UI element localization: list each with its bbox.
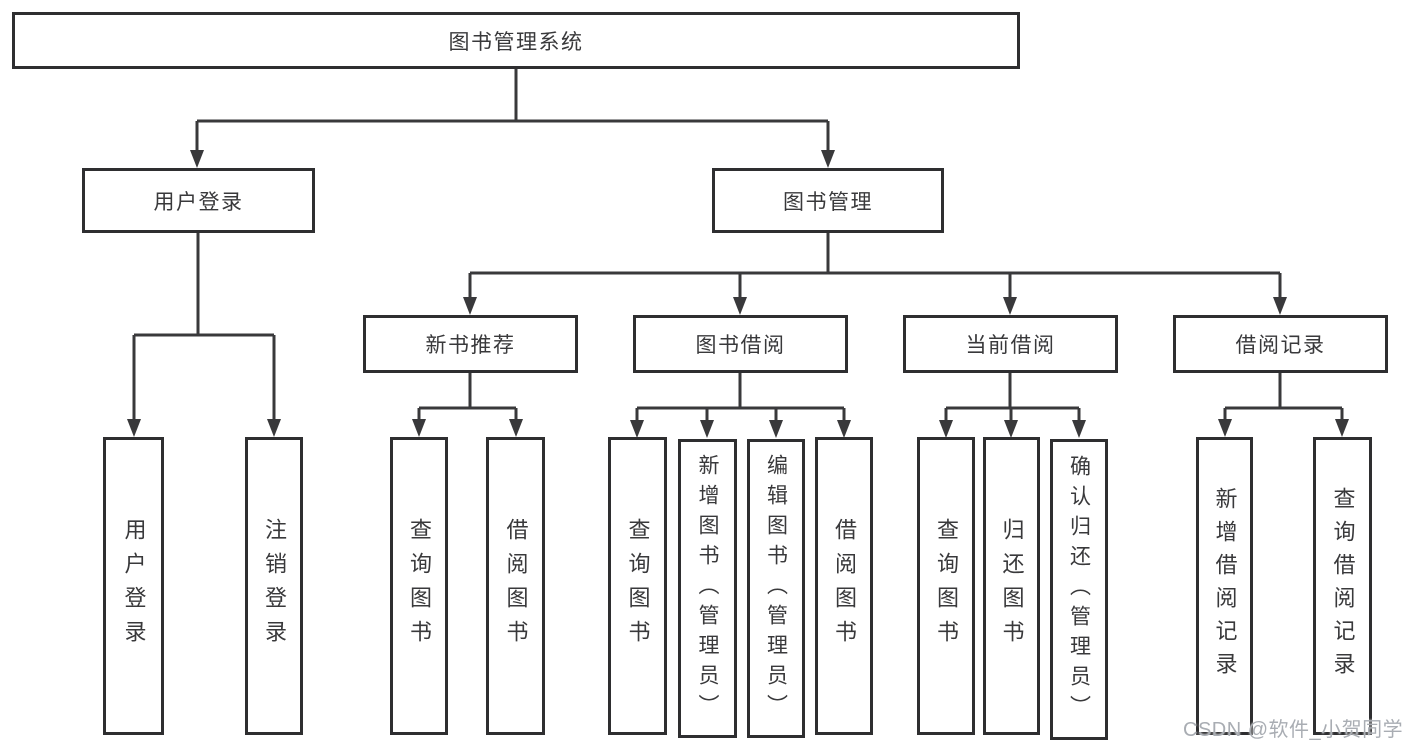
- csdn-watermark: CSDN @软件_小贺同学: [1183, 719, 1404, 741]
- node-label: 图书管理: [783, 190, 873, 214]
- leaf-return-books: 归还图书: [983, 437, 1040, 735]
- node-borrowing-records: 借阅记录: [1173, 315, 1388, 373]
- node-label: 编辑图书（管理员）: [764, 453, 788, 724]
- node-new-book-recommendation: 新书推荐: [363, 315, 578, 373]
- node-library-management-system: 图书管理系统: [12, 12, 1020, 69]
- leaf-user-login: 用户登录: [103, 437, 164, 735]
- node-current-borrowing: 当前借阅: [903, 315, 1118, 373]
- leaf-query-books-1: 查询图书: [390, 437, 448, 735]
- node-label: 新增图书（管理员）: [696, 453, 719, 724]
- node-label: 查询借阅记录: [1330, 487, 1356, 685]
- leaf-logout: 注销登录: [245, 437, 303, 735]
- leaf-query-books-3: 查询图书: [917, 437, 975, 735]
- node-label: 借阅图书: [832, 518, 857, 654]
- node-label: 确认归还（管理员）: [1067, 454, 1091, 725]
- leaf-query-borrow-record: 查询借阅记录: [1313, 437, 1372, 735]
- node-label: 新增借阅记录: [1212, 487, 1238, 685]
- node-label: 查询图书: [625, 518, 651, 654]
- node-book-management: 图书管理: [712, 168, 944, 233]
- node-label: 注销登录: [262, 518, 287, 654]
- node-label: 用户登录: [153, 190, 244, 214]
- node-label: 当前借阅: [965, 334, 1056, 357]
- node-label: 查询图书: [407, 518, 432, 654]
- leaf-borrow-books-1: 借阅图书: [486, 437, 545, 735]
- leaf-add-books-admin: 新增图书（管理员）: [678, 439, 737, 738]
- leaf-add-borrow-record: 新增借阅记录: [1196, 437, 1253, 735]
- leaf-borrow-books-2: 借阅图书: [815, 437, 873, 735]
- node-book-borrowing: 图书借阅: [633, 315, 848, 373]
- node-user-login: 用户登录: [82, 168, 315, 233]
- node-label: 归还图书: [999, 518, 1025, 654]
- node-label: 查询图书: [934, 518, 959, 654]
- node-label: 图书管理系统: [448, 30, 584, 54]
- leaf-confirm-return-admin: 确认归还（管理员）: [1050, 439, 1108, 740]
- node-label: 图书借阅: [695, 334, 786, 357]
- node-label: 借阅图书: [503, 518, 529, 654]
- node-label: 新书推荐: [425, 334, 516, 357]
- node-label: 用户登录: [121, 518, 147, 654]
- leaf-query-books-2: 查询图书: [608, 437, 667, 735]
- node-label: 借阅记录: [1235, 334, 1326, 357]
- leaf-edit-books-admin: 编辑图书（管理员）: [747, 439, 805, 738]
